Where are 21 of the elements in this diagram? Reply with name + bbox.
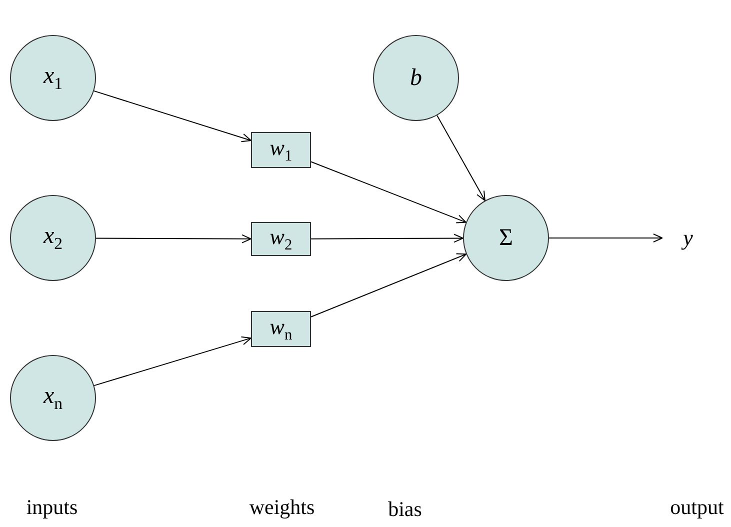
axis-caption: inputs [26,494,78,520]
axis-caption: bias [388,496,422,522]
arrow [310,253,467,318]
arrow [436,114,486,202]
neuron-circle: x$_{1}$ [10,35,96,121]
arrow [548,234,663,242]
neuron-circle: x$_{n}$ [10,355,96,441]
arrow [96,234,252,244]
output-label: y [677,223,699,253]
arrow [94,336,252,386]
weight-box: w$_{1}$ [251,132,311,168]
neuron-circle: Σ [463,195,549,281]
axis-caption: output [670,494,724,520]
arrow [310,234,464,243]
weight-box: w$_{2}$ [251,222,311,256]
weight-box: w$_{n}$ [251,311,311,347]
arrow [310,161,466,224]
arrow [94,90,252,142]
axis-caption: weights [249,494,315,520]
neuron-circle: b [373,35,459,121]
neuron-circle: x$_{2}$ [10,195,96,281]
